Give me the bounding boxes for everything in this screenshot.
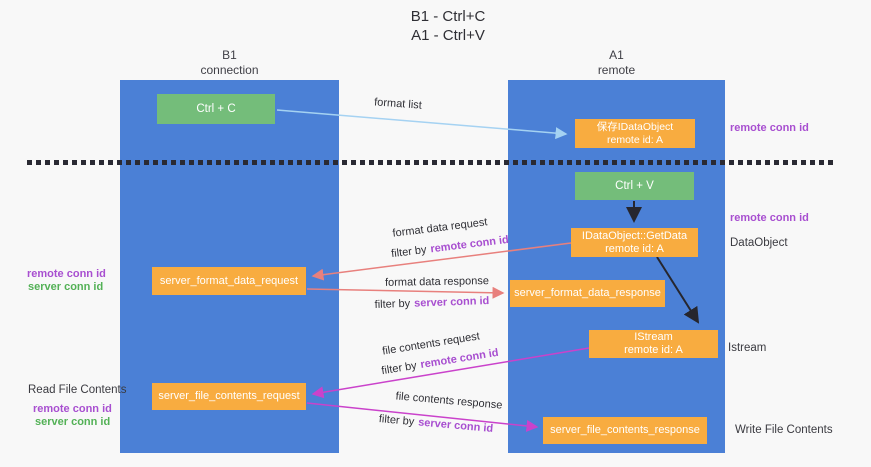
remote-conn-id-text: remote conn id xyxy=(429,233,510,256)
column-header-b1: B1 connection xyxy=(120,48,339,78)
label-dataobject: DataObject xyxy=(730,237,788,249)
label-format-data-response: format data response xyxy=(384,275,490,289)
server-conn-id-text: server conn id xyxy=(413,295,490,310)
label-istream: Istream xyxy=(728,342,767,354)
filter-by-text: filter by xyxy=(380,359,418,378)
node-server-file-contents-request-label: server_file_contents_request xyxy=(158,390,300,402)
node-ctrl-v: Ctrl + V xyxy=(575,172,694,200)
diagram-title-line1: B1 - Ctrl+C xyxy=(410,8,486,25)
label-remote-conn-id-left-1: remote conn id xyxy=(27,268,106,280)
diagram-title-line2: A1 - Ctrl+V xyxy=(411,27,485,44)
node-idataobject-getdata-line1: IDataObject::GetData xyxy=(581,229,688,242)
label-write-file-contents: Write File Contents xyxy=(735,424,833,436)
node-ctrl-c-label: Ctrl + C xyxy=(196,103,236,115)
divider-dashed-line xyxy=(27,160,833,165)
node-save-idataobject-line1: 保存IDataObject xyxy=(596,120,674,133)
column-header-a1: A1 remote xyxy=(508,48,725,78)
node-server-format-data-request-label: server_format_data_request xyxy=(159,274,299,287)
node-server-file-contents-request: server_file_contents_request xyxy=(152,383,306,410)
node-save-idataobject-line2: remote id: A xyxy=(606,133,664,146)
label-read-file-contents: Read File Contents xyxy=(28,384,127,396)
node-istream-line1: IStream xyxy=(634,331,673,343)
column-b1-name: B1 xyxy=(222,48,237,62)
remote-conn-id-text: remote conn id xyxy=(419,346,500,372)
label-remote-conn-id-right-1: remote conn id xyxy=(730,122,809,134)
column-a1-role: remote xyxy=(597,63,636,77)
column-b1-role: connection xyxy=(200,63,259,77)
label-server-conn-id-left-1: server conn id xyxy=(28,281,104,293)
node-ctrl-c: Ctrl + C xyxy=(157,94,275,124)
node-server-file-contents-response-label: server_file_contents_response xyxy=(550,424,700,436)
label-remote-conn-id-right-2: remote conn id xyxy=(730,212,809,224)
label-format-data-request: format data request xyxy=(391,216,489,240)
node-ctrl-v-label: Ctrl + V xyxy=(615,180,654,192)
node-istream: IStream remote id: A xyxy=(589,330,718,358)
node-server-format-data-response: server_format_data_response xyxy=(510,280,665,307)
diagram-title: B1 - Ctrl+C A1 - Ctrl+V xyxy=(348,7,548,45)
column-a1-name: A1 xyxy=(609,48,624,62)
label-file-contents-response: file contents response xyxy=(395,390,503,412)
node-server-format-data-response-label: server_format_data_response xyxy=(514,287,661,299)
label-remote-conn-id-left-2: remote conn id xyxy=(33,403,112,415)
label-format-list: format list xyxy=(373,96,423,112)
node-idataobject-getdata: IDataObject::GetData remote id: A xyxy=(571,228,698,257)
node-idataobject-getdata-line2: remote id: A xyxy=(605,242,664,255)
node-istream-line2: remote id: A xyxy=(624,344,683,356)
node-server-format-data-request: server_format_data_request xyxy=(152,267,306,295)
filter-by-text: filter by xyxy=(374,297,411,311)
filter-by-text: filter by xyxy=(390,243,428,261)
label-server-conn-id-left-2: server conn id xyxy=(35,416,111,428)
node-save-idataobject: 保存IDataObject remote id: A xyxy=(575,119,695,148)
node-server-file-contents-response: server_file_contents_response xyxy=(543,417,707,444)
filter-by-text: filter by xyxy=(378,413,415,429)
server-conn-id-text: server conn id xyxy=(417,416,494,435)
